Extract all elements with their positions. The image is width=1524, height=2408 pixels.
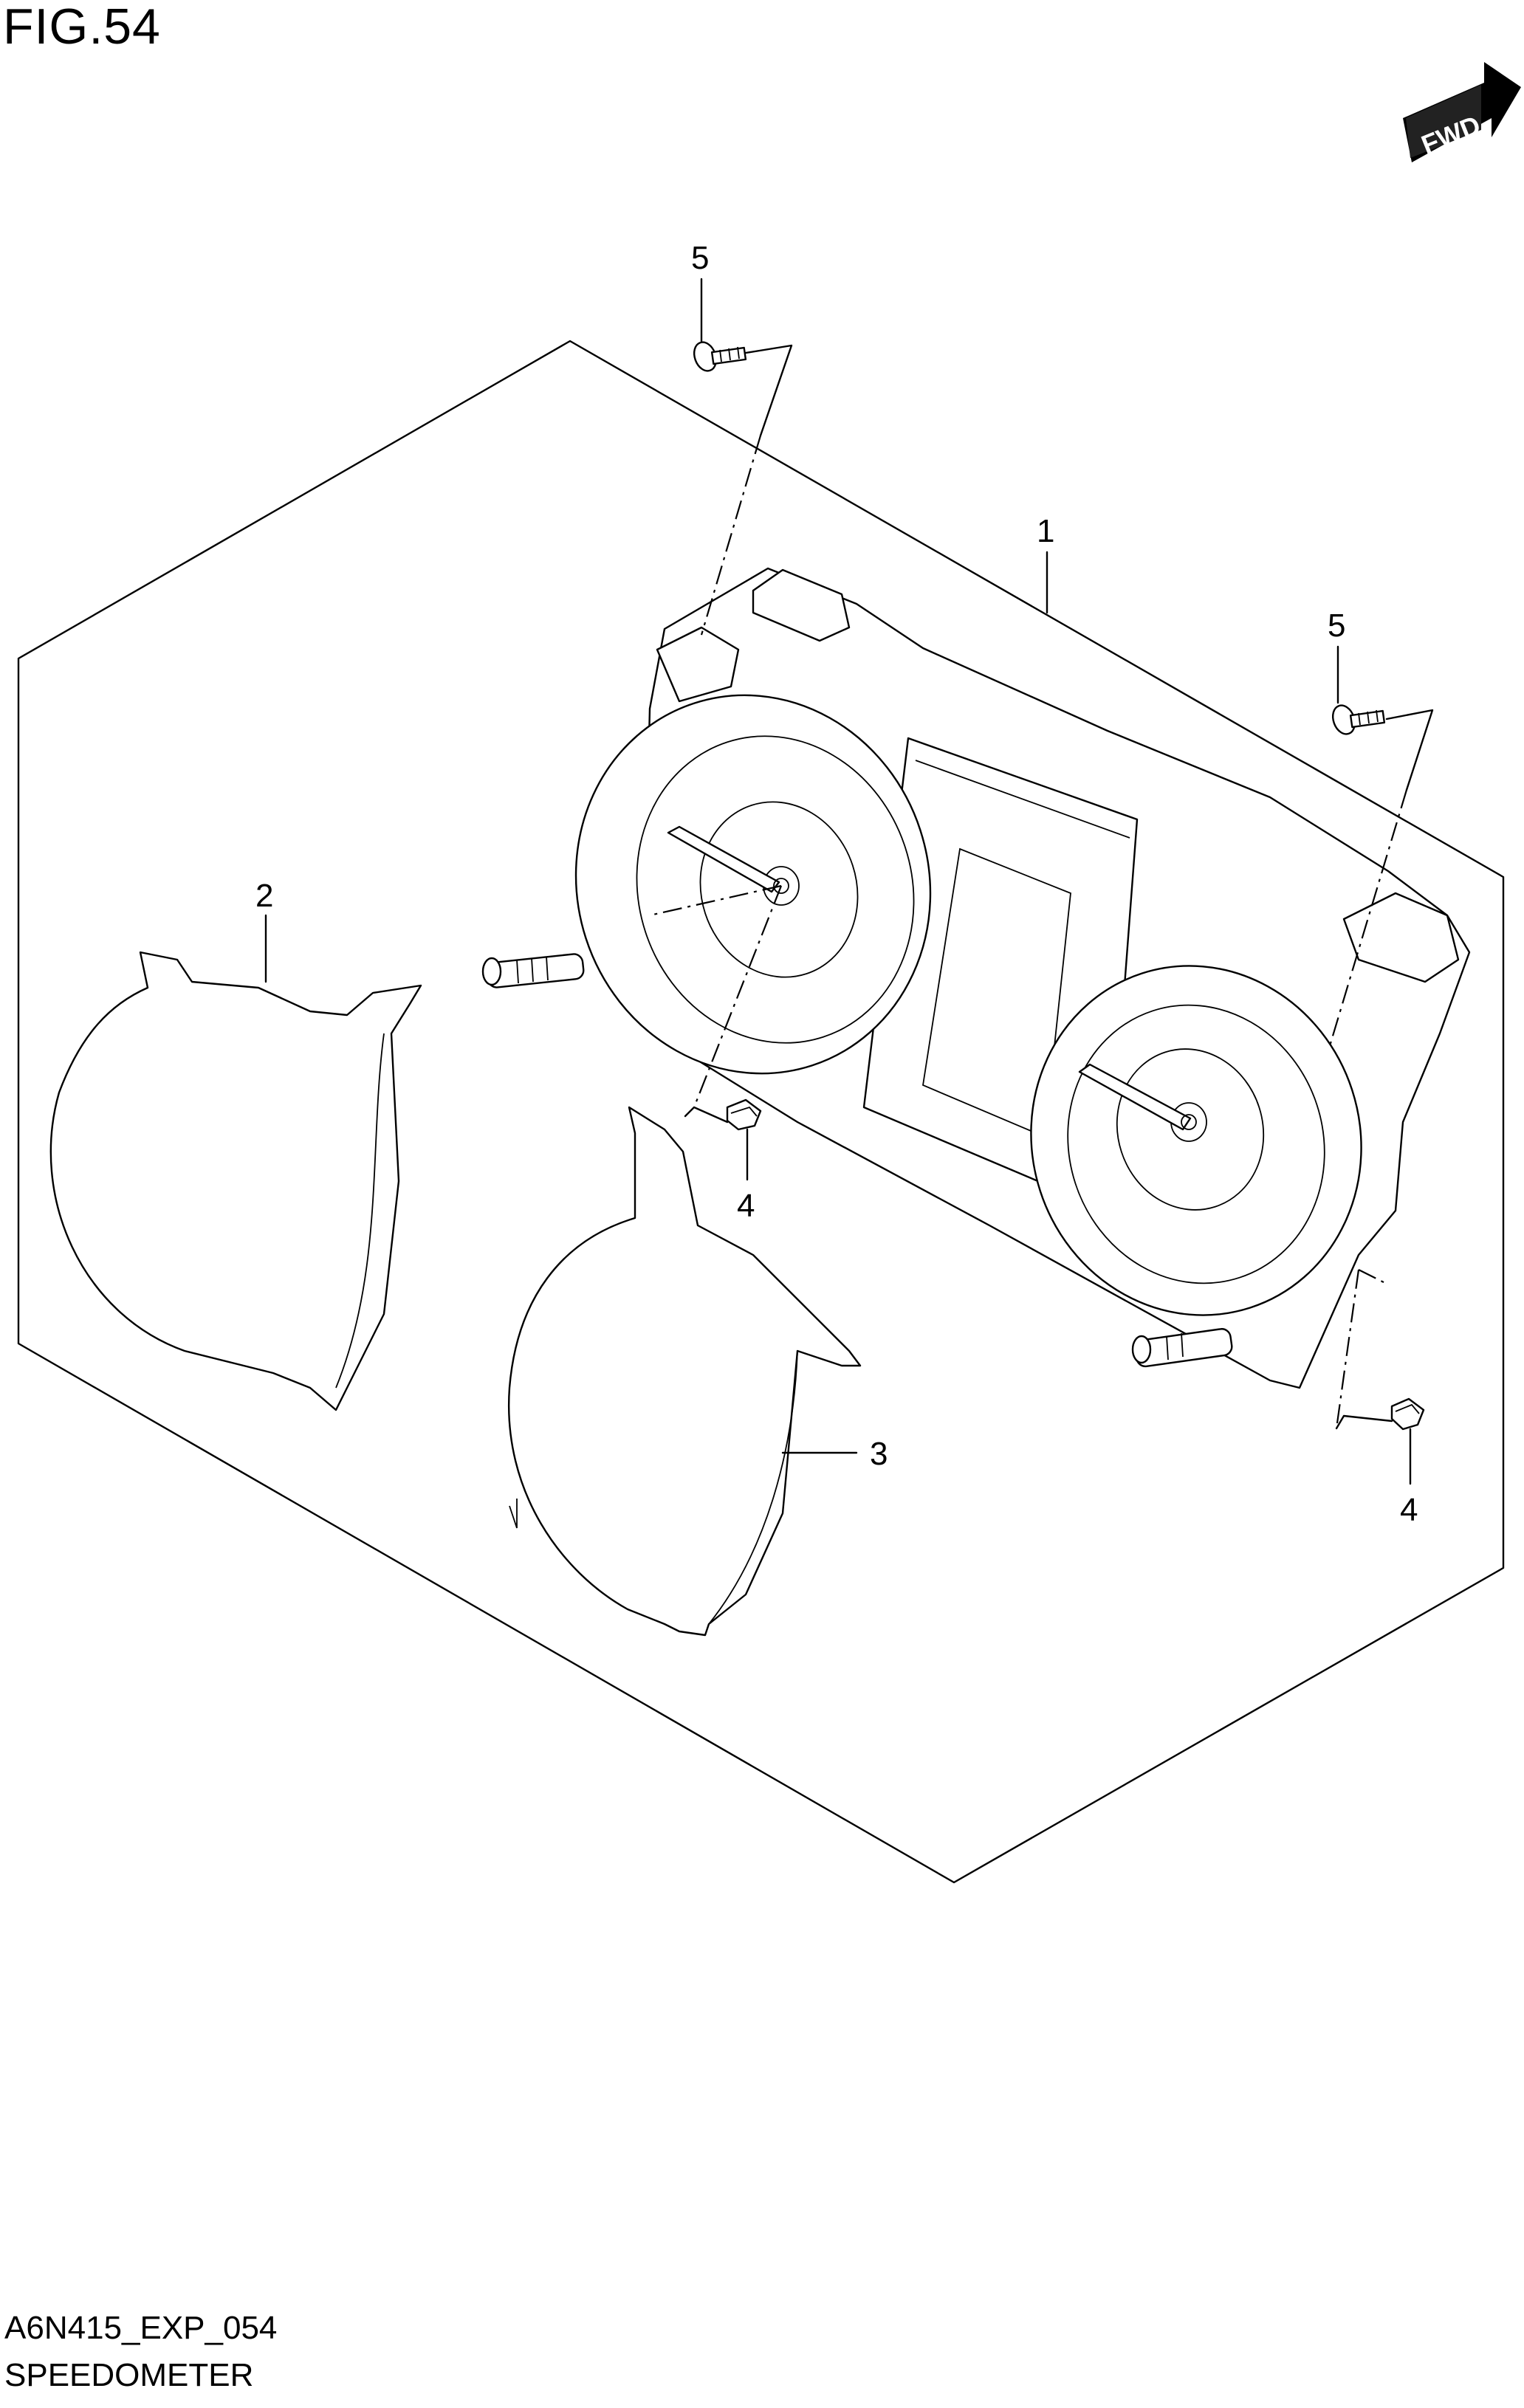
fwd-arrow-icon: FWD — [1403, 62, 1521, 162]
right-gauge-visor-part — [507, 1106, 862, 1637]
diagram-name: SPEEDOMETER — [4, 2357, 254, 2393]
callout-4b: 4 — [1400, 1492, 1418, 1528]
callout-5a: 5 — [691, 240, 709, 276]
leader-lines — [264, 278, 1434, 1485]
callout-5b: 5 — [1328, 608, 1345, 644]
meter-cluster-part — [481, 567, 1471, 1389]
callout-2: 2 — [255, 878, 273, 914]
callout-3: 3 — [870, 1436, 888, 1472]
diagram-code: A6N415_EXP_054 — [4, 2310, 278, 2346]
figure-title: FIG.54 — [3, 0, 161, 55]
callout-4a: 4 — [737, 1188, 755, 1224]
callout-1: 1 — [1037, 513, 1054, 549]
left-gauge-visor-part — [49, 951, 422, 1411]
assembly-boundary — [17, 340, 1505, 1884]
assembly-centerlines — [649, 435, 1408, 1429]
trip-knob-left — [481, 953, 585, 988]
screw-5-left — [693, 341, 747, 372]
trip-knob-right — [1131, 1328, 1233, 1368]
clip-4-left — [726, 1098, 762, 1131]
clip-4-right — [1390, 1397, 1425, 1431]
screw-5-right — [1331, 704, 1386, 735]
